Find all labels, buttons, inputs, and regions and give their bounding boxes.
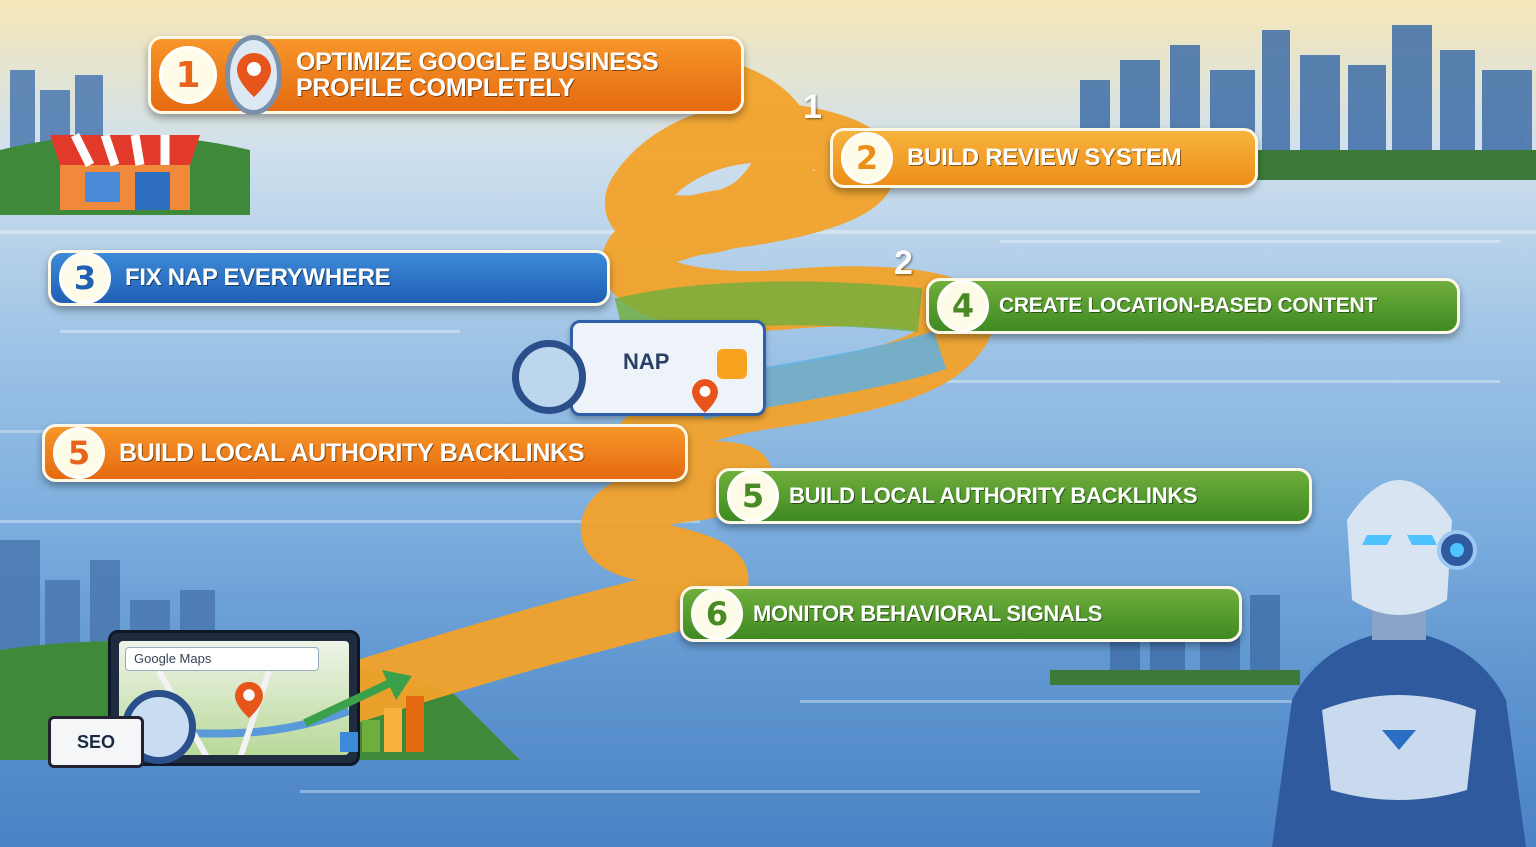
step-1-banner: 1 Optimize Google Business Profile Compl… [148,35,744,115]
step-1-label: Optimize Google Business Profile Complet… [296,47,659,102]
step-3-label: Fix NAP Everywhere [125,264,391,292]
step-5-number-green: 5 [727,470,779,522]
road-green-segment [614,281,923,342]
step-2-number: 2 [841,132,893,184]
nap-card: NAP [570,320,766,416]
bar-chart-icon [340,690,450,752]
location-pin-icon [225,35,283,115]
step-3-banner: 3 Fix NAP Everywhere [48,250,610,306]
road-marker-1: 1 [803,88,822,126]
step-4-banner: 4 Create Location-Based Content [926,278,1460,334]
laptop-search-text: Google Maps [134,651,212,666]
seo-badge-text: SEO [76,731,115,752]
seo-badge: SEO [48,716,144,768]
step-5-label-green: Build Local Authority Backlinks [789,483,1198,509]
step-5-label-orange: Build Local Authority Backlinks [119,438,585,467]
nap-location-pin-icon [692,378,718,418]
step-4-label: Create Location-Based Content [999,293,1377,317]
map-location-pin-icon [235,681,263,723]
step-6-number: 6 [691,588,743,640]
nap-card-label: NAP [623,349,670,374]
step-1-number: 1 [159,46,217,104]
road-marker-2: 2 [894,244,913,282]
magnifier-icon [512,340,586,414]
robot-figure [1262,450,1536,847]
trees-bottom-right [1050,670,1300,685]
storefront-icon [50,132,200,210]
growth-arrow-icon [303,670,412,727]
step-4-number: 4 [937,280,989,332]
nap-card-badge-icon [717,349,747,379]
laptop-search-bar: Google Maps [125,647,319,671]
step-6-banner: 6 Monitor Behavioral Signals [680,586,1242,642]
step-2-banner: 2 Build Review System [830,128,1258,188]
step-2-label: Build Review System [907,144,1182,172]
step-5-number-orange: 5 [53,427,105,479]
step-3-number: 3 [59,252,111,304]
step-6-label: Monitor Behavioral Signals [753,601,1103,627]
step-5-banner-orange: 5 Build Local Authority Backlinks [42,424,688,482]
step-5-banner-green: 5 Build Local Authority Backlinks [716,468,1312,524]
